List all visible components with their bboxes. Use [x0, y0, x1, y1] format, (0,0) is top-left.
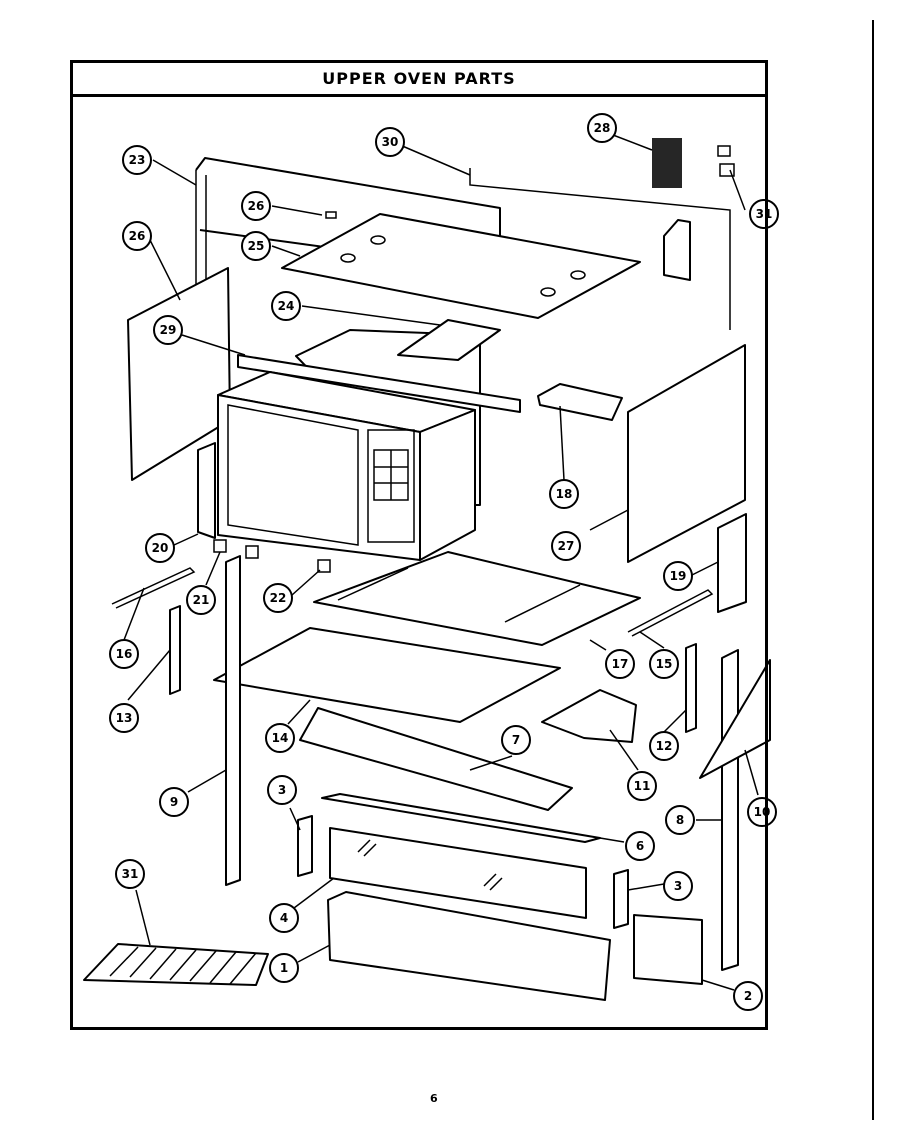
callout-3-right: 3	[663, 871, 693, 901]
callout-21: 22	[263, 583, 293, 613]
title-bar: UPPER OVEN PARTS	[73, 63, 765, 97]
left-rail-part	[111, 567, 196, 609]
svg-text:3: 3	[278, 783, 286, 797]
callout-18: 19	[663, 561, 693, 591]
svg-text:17: 17	[612, 657, 629, 671]
svg-text:7: 7	[512, 733, 520, 747]
callout-23: 24	[271, 291, 301, 321]
left-small-bar-part	[169, 605, 181, 695]
callout-31: 31	[115, 859, 145, 889]
svg-text:13: 13	[116, 711, 133, 725]
right-clip-3-part	[613, 869, 629, 929]
top-plate-part	[281, 211, 641, 319]
svg-text:1: 1	[280, 961, 288, 975]
leader-lines	[123, 129, 759, 991]
right-side-panel-part	[627, 344, 746, 563]
lower-shelf-part	[213, 627, 561, 723]
callout-11: 12	[649, 731, 679, 761]
oven-rack-part	[83, 943, 269, 986]
page-number: 6	[430, 1092, 438, 1105]
right-rail-part	[627, 589, 714, 637]
callout-26-right: 27	[551, 531, 581, 561]
callout-19: 20	[145, 533, 175, 563]
svg-text:26: 26	[129, 229, 146, 243]
callout-22: 23	[122, 145, 152, 175]
left-long-bar-part	[225, 555, 241, 886]
callout-10: 11	[627, 771, 657, 801]
svg-text:6: 6	[636, 839, 644, 853]
svg-text:18: 18	[556, 487, 573, 501]
glass-panel-part	[329, 827, 587, 919]
callout-16: 17	[605, 649, 635, 679]
callout-24: 25	[241, 231, 271, 261]
svg-text:12: 12	[656, 739, 673, 753]
svg-text:27: 27	[558, 539, 575, 553]
svg-text:15: 15	[656, 657, 673, 671]
svg-text:31: 31	[122, 867, 139, 881]
svg-text:14: 14	[272, 731, 289, 745]
diagram-title: UPPER OVEN PARTS	[322, 69, 516, 88]
svg-text:22: 22	[270, 591, 287, 605]
svg-text:4: 4	[280, 911, 288, 925]
callout-1: 1	[269, 953, 299, 983]
callout-17: 18	[549, 479, 579, 509]
vent-panel-part	[397, 319, 501, 361]
svg-text:2: 2	[744, 989, 752, 1003]
bracket-10-part	[541, 689, 637, 743]
callout-12: 13	[109, 703, 139, 733]
callout-15: 16	[109, 639, 139, 669]
triangle-gusset-part	[699, 659, 771, 779]
diagram-frame: UPPER OVEN PARTS	[70, 60, 768, 1030]
callout-8: 9	[159, 787, 189, 817]
svg-text:11: 11	[634, 779, 651, 793]
bracket-17-part	[537, 383, 623, 421]
svg-text:16: 16	[116, 647, 133, 661]
plate-2-part	[633, 914, 703, 985]
svg-text:9: 9	[170, 795, 178, 809]
svg-text:25: 25	[248, 239, 265, 253]
callout-30: 31	[749, 199, 779, 229]
svg-text:30: 30	[382, 135, 399, 149]
svg-text:20: 20	[152, 541, 169, 555]
svg-text:23: 23	[129, 153, 146, 167]
svg-text:3: 3	[674, 879, 682, 893]
svg-text:19: 19	[670, 569, 687, 583]
svg-text:31: 31	[756, 207, 773, 221]
callout-6: 7	[501, 725, 531, 755]
grille-part	[652, 138, 682, 188]
trough-part	[327, 891, 611, 1001]
callout-14: 15	[649, 649, 679, 679]
svg-text:24: 24	[278, 299, 295, 313]
callout-7: 8	[665, 805, 695, 835]
bracket-part	[663, 219, 691, 281]
vent-6-part	[299, 707, 573, 811]
callout-25: 26	[241, 191, 271, 221]
callout-20: 21	[186, 585, 216, 615]
callout-26-left: 26	[122, 221, 152, 251]
right-small-bar-part	[685, 643, 697, 733]
callout-5: 6	[625, 831, 655, 861]
upper-shelf-part	[313, 551, 641, 646]
svg-text:21: 21	[193, 593, 210, 607]
clip-part	[717, 145, 735, 177]
svg-text:26: 26	[248, 199, 265, 213]
front-strip-part	[237, 354, 521, 413]
page-edge-line	[872, 20, 874, 1120]
callout-3-left: 3	[267, 775, 297, 805]
callout-27: 28	[587, 113, 617, 143]
callout-2: 2	[733, 981, 763, 1011]
callout-28: 29	[153, 315, 183, 345]
svg-text:28: 28	[594, 121, 611, 135]
svg-text:8: 8	[676, 813, 684, 827]
right-strip-part	[717, 513, 747, 613]
callout-13: 14	[265, 723, 295, 753]
callout-4: 4	[269, 903, 299, 933]
oven-body-part	[217, 371, 476, 561]
callout-29: 30	[375, 127, 405, 157]
left-trim-part	[197, 442, 216, 539]
left-clip-3-part	[297, 815, 313, 877]
svg-text:29: 29	[160, 323, 177, 337]
callout-9: 10	[747, 797, 777, 827]
